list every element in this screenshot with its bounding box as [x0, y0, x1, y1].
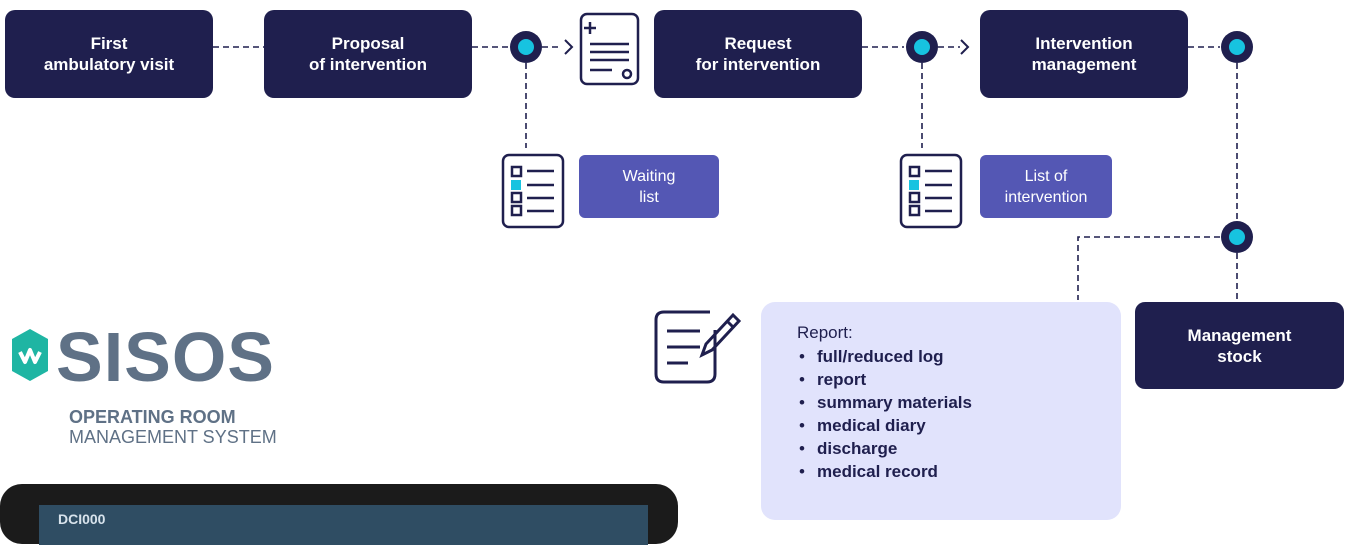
sisos-logo-mark — [12, 329, 48, 381]
device-screen-content — [39, 505, 648, 545]
logo-tagline-line1: OPERATING ROOM — [69, 407, 236, 427]
report-item: medical diary — [797, 414, 1121, 437]
report-edit-icon — [654, 310, 742, 384]
report-item: full/reduced log — [797, 345, 1121, 368]
node-circle-3 — [1221, 31, 1253, 63]
device-screen-header-text: DCI000 — [58, 511, 106, 527]
report-item: report — [797, 368, 1121, 391]
report-items-list: full/reduced log report summary material… — [797, 345, 1121, 483]
step-proposal-label: Proposal of intervention — [308, 34, 428, 74]
flow-connectors — [213, 39, 1238, 300]
step-proposal-of-intervention: Proposal of intervention — [264, 10, 472, 98]
logo-tagline-line2: MANAGEMENT SYSTEM — [69, 427, 277, 447]
step-management-stock: Management stock — [1135, 302, 1344, 389]
list-of-intervention-label: List of intervention — [1004, 167, 1088, 206]
step-intervention-management: Intervention management — [980, 10, 1188, 98]
node-circle-4 — [1221, 221, 1253, 253]
waiting-list-label: Waiting list — [622, 167, 676, 206]
node-circle-1 — [510, 31, 542, 63]
report-item: medical record — [797, 460, 1121, 483]
report-item: discharge — [797, 437, 1121, 460]
step-request-label: Request for intervention — [695, 34, 821, 74]
report-panel: Report: full/reduced log report summary … — [761, 302, 1121, 520]
waiting-list-label-box: Waiting list — [579, 155, 719, 218]
step-management-stock-label: Management stock — [1187, 325, 1292, 366]
waiting-list-checklist-icon — [501, 153, 565, 229]
logo-wordmark: SISOS — [56, 318, 275, 396]
report-item: summary materials — [797, 391, 1121, 414]
list-of-intervention-label-box: List of intervention — [980, 155, 1112, 218]
report-title: Report: — [797, 323, 853, 342]
node-layer — [510, 31, 1253, 253]
step-request-for-intervention: Request for intervention — [654, 10, 862, 98]
node-circle-2 — [906, 31, 938, 63]
step-first-ambulatory-visit: First ambulatory visit — [5, 10, 213, 98]
step-first-ambulatory-visit-label: First ambulatory visit — [43, 34, 175, 74]
step-intervention-management-label: Intervention management — [1031, 34, 1137, 74]
request-document-icon — [579, 12, 640, 86]
intervention-list-checklist-icon — [899, 153, 963, 229]
